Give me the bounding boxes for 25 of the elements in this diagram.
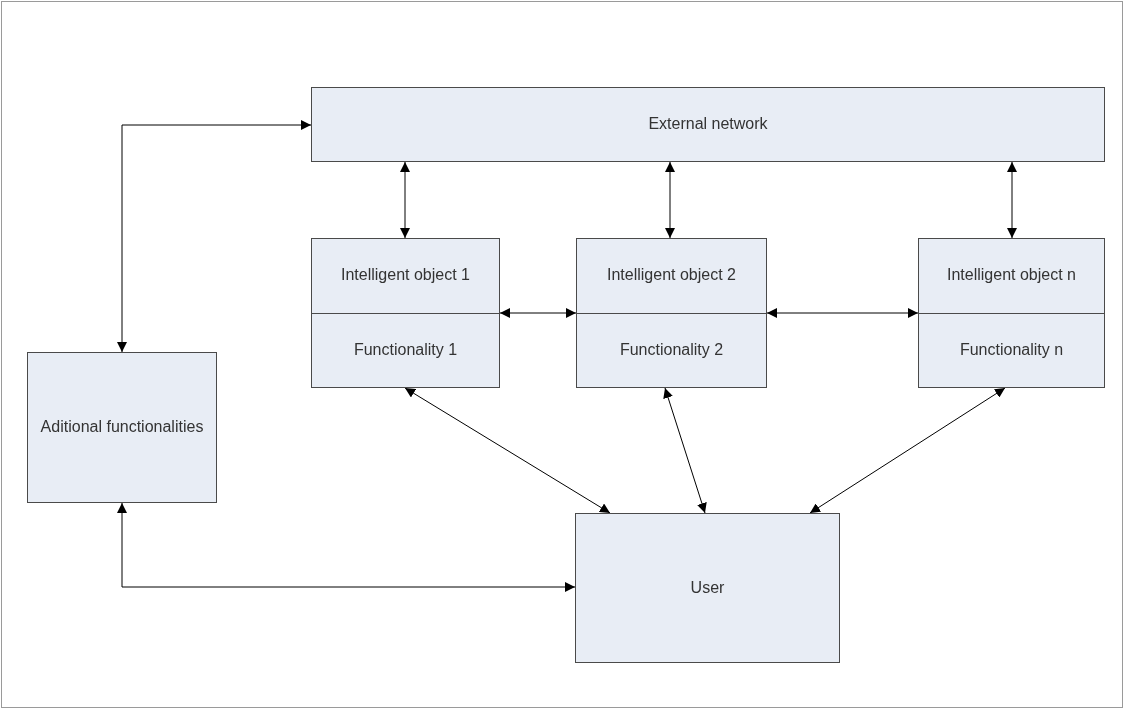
process-box — [311, 87, 1105, 162]
box-title: Intelligent object 2 — [606, 265, 737, 286]
box-subtitle: Functionality n — [958, 339, 1065, 360]
object-box — [918, 238, 1105, 388]
object-box — [576, 238, 767, 388]
box-title: Intelligent object 1 — [340, 265, 471, 286]
arrow — [809, 387, 1006, 514]
box-title: Intelligent object n — [946, 265, 1077, 286]
box-subtitle: Functionality 2 — [618, 339, 725, 360]
arrow — [499, 308, 577, 318]
box-title: Aditional functionalities — [39, 417, 205, 438]
arrow — [404, 387, 611, 514]
process-box — [575, 513, 840, 663]
arrow — [117, 120, 312, 353]
process-box — [27, 352, 217, 503]
arrow — [117, 502, 576, 592]
box-title: User — [689, 577, 726, 598]
arrow — [663, 387, 707, 514]
arrow — [1007, 161, 1017, 239]
arrow — [665, 161, 675, 239]
arrow — [766, 308, 919, 318]
box-title: External network — [647, 114, 769, 135]
arrow — [400, 161, 410, 239]
object-box — [311, 238, 500, 388]
box-subtitle: Functionality 1 — [352, 339, 459, 360]
